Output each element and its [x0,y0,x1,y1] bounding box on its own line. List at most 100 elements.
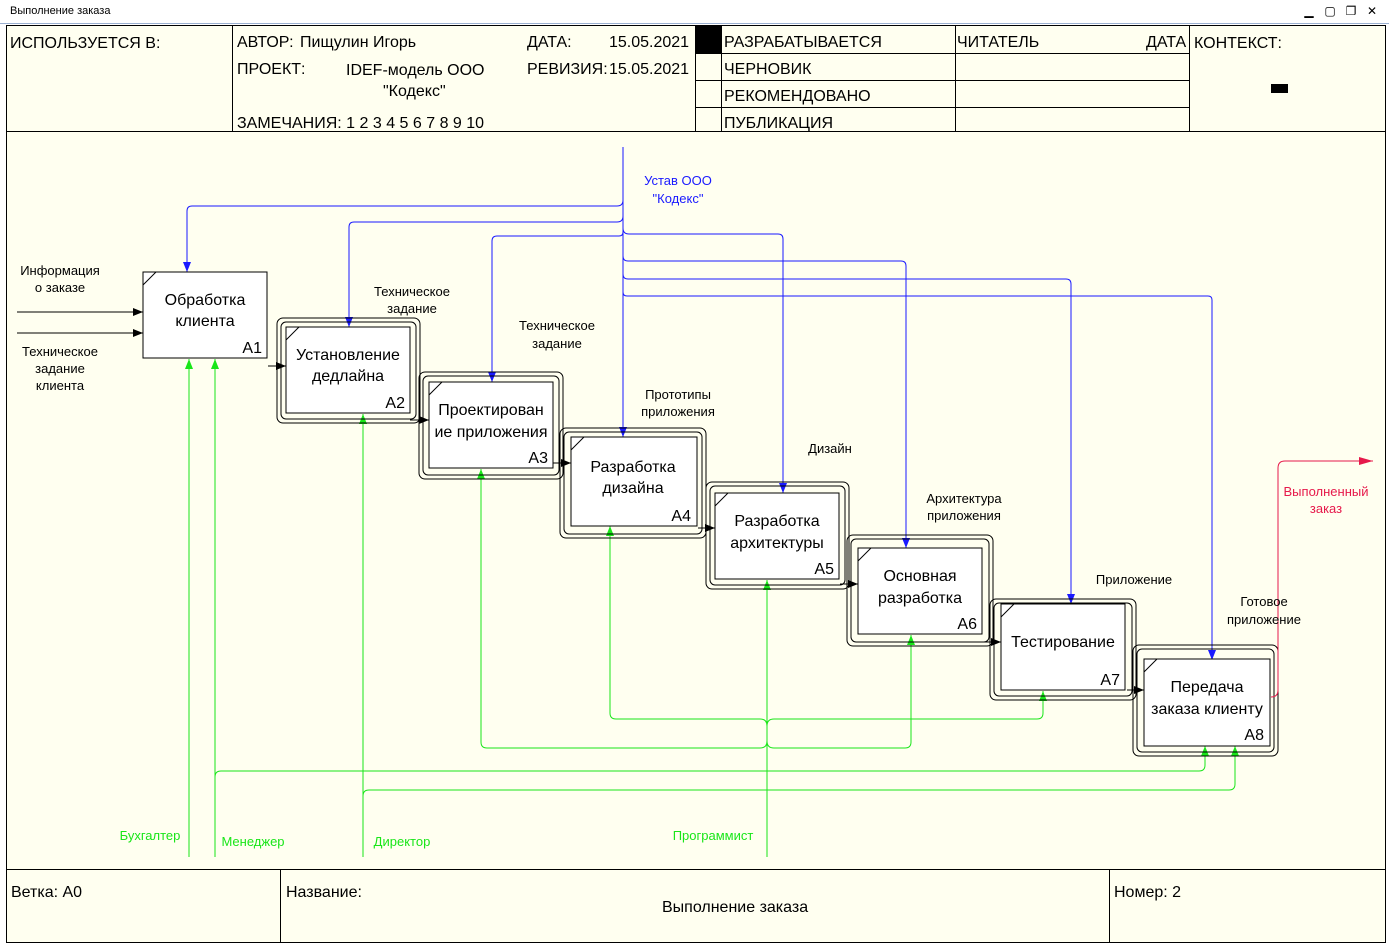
date-value: 15.05.2021 [609,34,690,51]
flow-label-3b: приложения [641,404,715,419]
reader-label: ЧИТАТЕЛЬ [957,34,1040,51]
status-marker [696,26,721,53]
box-a3-id: A3 [528,450,548,467]
restore-icon[interactable]: ❐ [1345,4,1357,18]
mechanism-director-a8 [362,746,1239,797]
flow-label-1a: Техническое [374,284,450,299]
function-boxes: Обработка клиента A1 Установление дедлай… [142,271,1271,747]
status-developing: РАЗРАБАТЫВАЕТСЯ [724,34,882,51]
box-a2-line2: дедлайна [312,368,384,385]
box-a7[interactable]: Тестирование A7 [1000,603,1126,691]
flow-label-6: Приложение [1096,572,1172,587]
box-a1[interactable]: Обработка клиента A1 [142,271,268,359]
diagram-name: Выполнение заказа [662,899,809,916]
box-a4-line2: дизайна [602,480,663,497]
control-arrow-a3 [488,231,624,382]
context-label: КОНТЕКСТ: [1194,35,1282,52]
box-a2[interactable]: Установление дедлайна A2 [285,326,411,414]
number-label: Номер: 2 [1114,884,1182,901]
box-a8-line2: заказа клиенту [1151,701,1263,718]
mechanism-label-manager: Менеджер [221,834,284,849]
flow-label-5a: Архитектура [926,491,1002,506]
input-label-1b: о заказе [35,280,85,295]
box-a7-line1: Тестирование [1011,634,1115,651]
window-titlebar: Выполнение заказа ▁ ▢ ❐ ✕ [0,0,1389,24]
box-a4-line1: Разработка [590,459,675,476]
input-label-2a: Техническое [22,344,98,359]
box-a6-line2: разработка [878,590,962,607]
context-marker [1271,84,1288,93]
box-a5-line1: Разработка [734,513,819,530]
flow-label-7b: приложение [1227,612,1301,627]
control-arrow-a6 [622,255,910,548]
box-a3-line1: Проектирован [438,402,544,419]
control-label-1: Устав ООО [644,173,712,188]
maximize-icon[interactable]: ▢ [1324,4,1336,18]
box-a5[interactable]: Разработка архитектуры A5 [714,492,840,580]
flow-arrows [268,317,1279,757]
control-arrow-a5 [622,227,787,493]
box-a5-line2: архитектуры [730,535,824,552]
box-a3[interactable]: Проектирован ие приложения A3 [428,381,554,469]
control-arrow-a7 [622,273,1075,604]
box-a4[interactable]: Разработка дизайна A4 [570,436,698,527]
branch-label: Ветка: А0 [11,884,83,901]
status-publication: ПУБЛИКАЦИЯ [724,115,834,132]
project-value-line1: IDEF-модель ООО [346,62,485,79]
flow-label-3a: Прототипы [645,387,711,402]
box-a2-id: A2 [385,395,405,412]
box-a1-line1: Обработка [165,292,246,309]
status-recommended: РЕКОМЕНДОВАНО [724,88,871,105]
output-label-1: Выполненный [1284,484,1369,499]
project-label: ПРОЕКТ: [237,61,306,78]
author-value: Пищулин Игорь [300,34,417,51]
box-a6-line1: Основная [883,568,956,585]
minimize-icon[interactable]: ▁ [1304,4,1314,18]
header-divider [6,131,1386,132]
mechanism-arrows [185,359,1239,857]
revision-label: РЕВИЗИЯ: [527,61,608,78]
reader-date-label: ДАТА [1146,34,1187,51]
box-a1-id: A1 [242,340,262,357]
output-label-2: заказ [1310,501,1342,516]
control-label-2: "Кодекс" [653,191,704,206]
box-a1-line2: клиента [175,313,234,330]
flow-label-7a: Готовое [1240,594,1287,609]
window-title: Выполнение заказа [10,5,111,17]
output-arrow [1270,457,1373,698]
project-value-line2: "Кодекс" [383,83,446,100]
flow-label-5b: приложения [927,508,1001,523]
mechanism-label-director: Директор [374,834,431,849]
mechanism-manager-a8 [214,746,1209,778]
box-a6-id: A6 [957,616,977,633]
control-arrow-a1 [183,199,624,272]
revision-value: 15.05.2021 [609,61,690,78]
mechanism-programmer-a6 [766,635,915,749]
date-label: ДАТА: [527,34,572,51]
control-arrow-a2 [345,215,624,327]
mechanism-programmer-a7 [766,691,1047,727]
control-arrows [183,147,1216,660]
box-a8-line1: Передача [1171,679,1244,696]
box-a2-line1: Установление [296,347,400,364]
box-a6[interactable]: Основная разработка A6 [857,547,983,635]
flow-label-4: Дизайн [808,441,852,456]
mechanism-programmer-a3 [477,469,768,749]
used-in-label: ИСПОЛЬЗУЕТСЯ В: [10,35,161,52]
mechanism-label-programmer: Программист [673,828,754,843]
mechanism-programmer-a4 [606,526,768,727]
input-label-2c: клиента [36,378,85,393]
flow-label-2a: Техническое [519,318,595,333]
author-label: АВТОР: [237,34,294,51]
close-icon[interactable]: ✕ [1366,4,1378,18]
box-a3-line2: ие приложения [434,424,547,441]
footer-divider [6,869,1386,870]
input-label-1a: Информация [20,263,100,278]
notes-label: ЗАМЕЧАНИЯ: 1 2 3 4 5 6 7 8 9 10 [237,115,485,132]
box-a7-id: A7 [1100,672,1120,689]
arrow-labels: Устав ООО "Кодекс" Информация о заказе Т… [20,173,1368,849]
box-a8[interactable]: Передача заказа клиенту A8 [1143,658,1271,747]
input-arrows [17,308,143,337]
box-a4-id: A4 [671,508,691,525]
